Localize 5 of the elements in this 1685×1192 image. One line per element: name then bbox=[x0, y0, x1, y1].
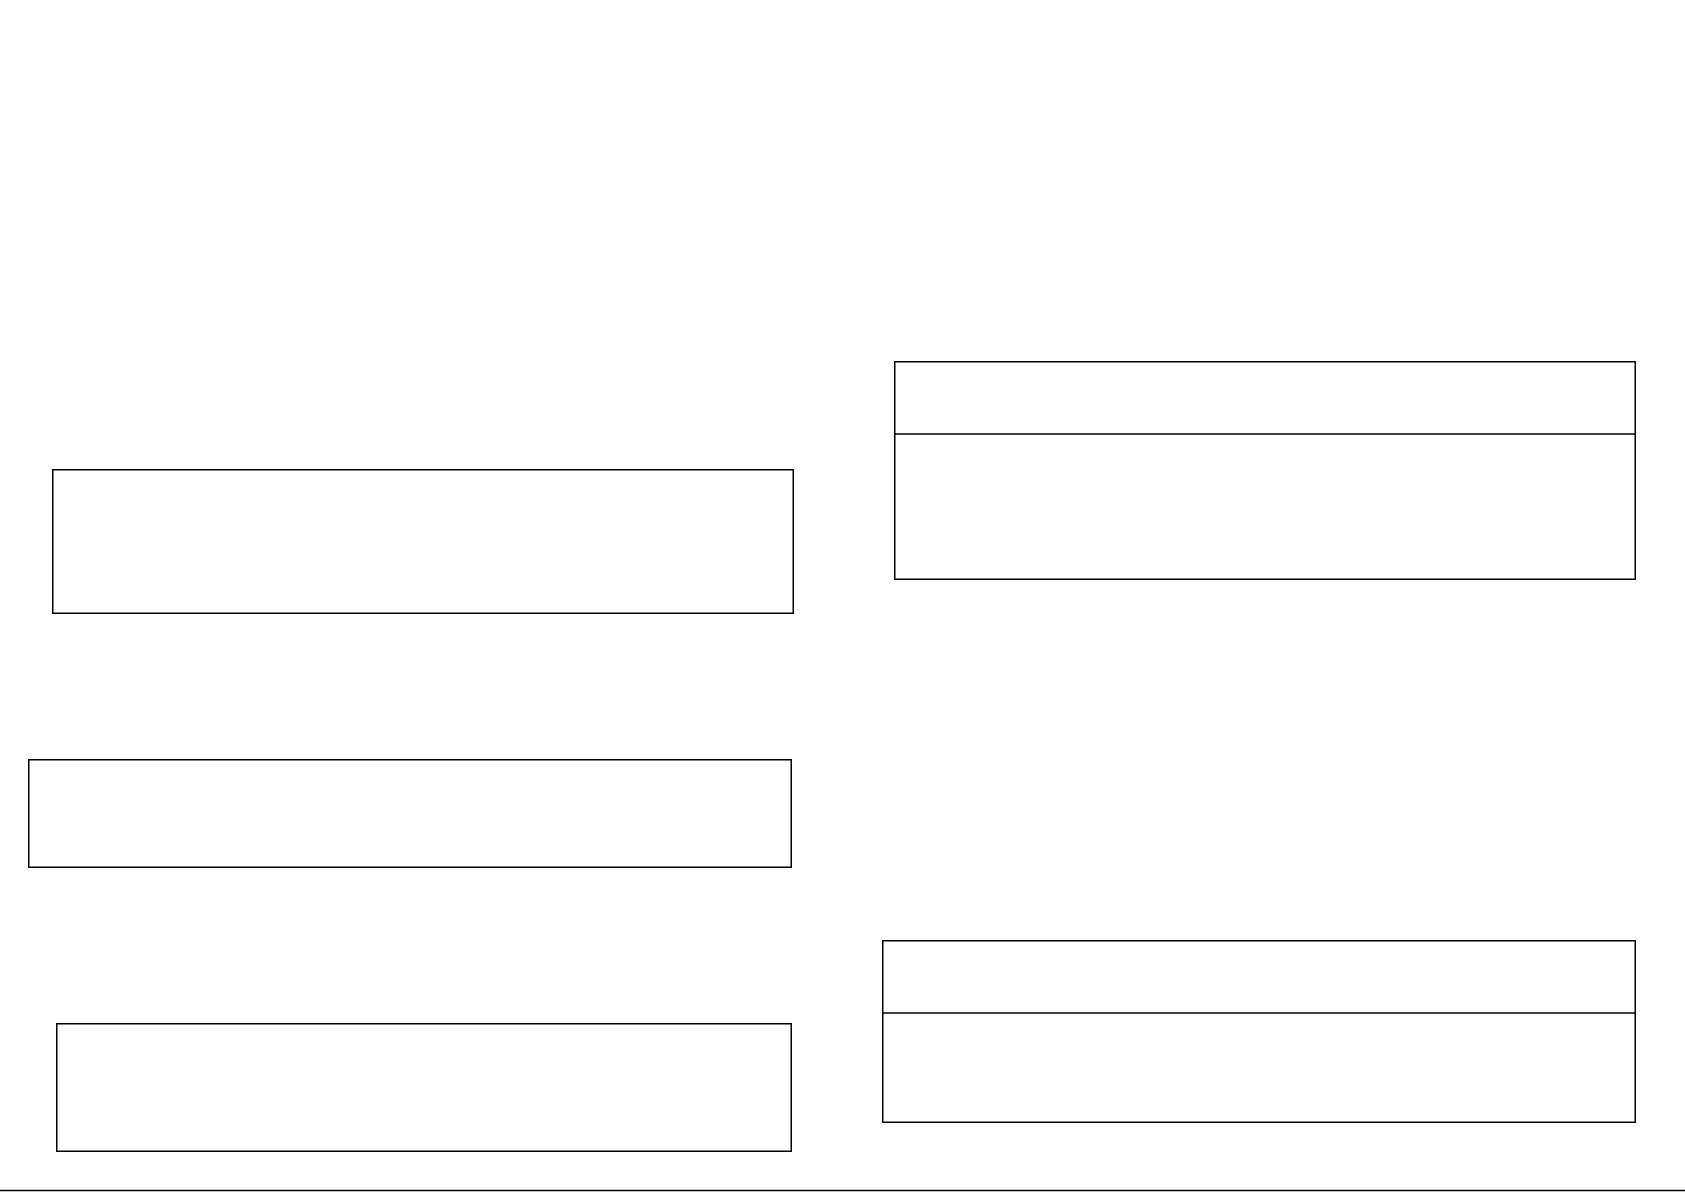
divided-box bbox=[894, 361, 1636, 580]
empty-box bbox=[52, 469, 794, 614]
empty-box bbox=[56, 1023, 792, 1152]
empty-box bbox=[28, 759, 792, 868]
divided-box bbox=[882, 940, 1636, 1123]
